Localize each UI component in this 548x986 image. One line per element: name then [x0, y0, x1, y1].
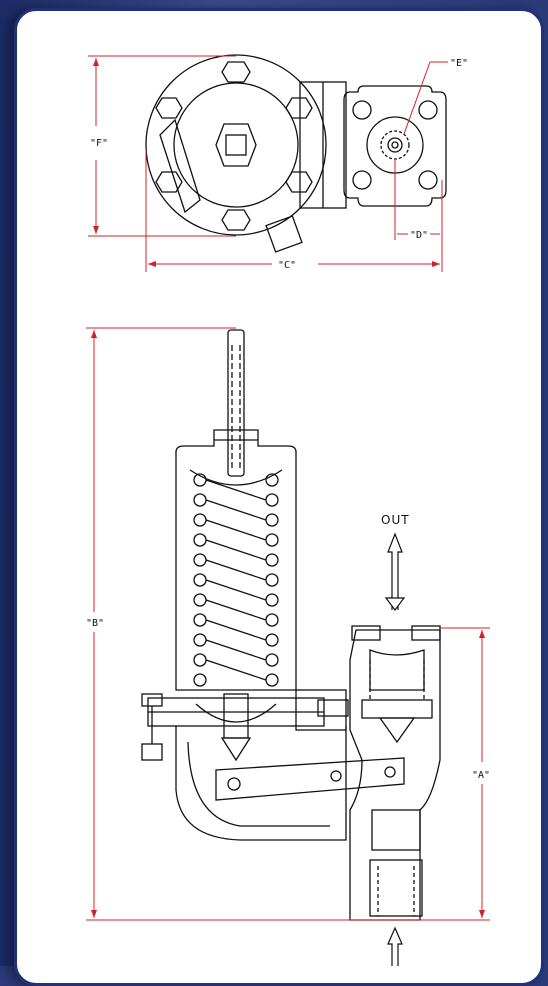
in-arrow [387, 926, 403, 966]
dim-label-e: "E" [450, 58, 468, 69]
side-dimensions [86, 327, 490, 921]
inlet-connection [369, 859, 423, 917]
diaphragm-plate [195, 703, 277, 723]
flange-bolts [155, 61, 313, 231]
flow-out-label: OUT [381, 513, 410, 527]
adjusting-stem [227, 329, 245, 477]
dim-label-d: "D" [410, 230, 428, 241]
body-port-inner [387, 137, 403, 153]
dim-label-f: "F" [90, 138, 108, 149]
bonnet-flange-circle [145, 54, 327, 236]
diaphragm-stem [223, 693, 249, 739]
dim-label-b: "B" [86, 618, 104, 629]
pilot-stem-tip [220, 737, 252, 762]
spring-top-plate [189, 469, 283, 486]
drawing-panel [14, 8, 544, 986]
bottom-plug [265, 215, 303, 253]
spring-coils [193, 473, 279, 687]
flow-arrows [384, 532, 406, 966]
top-dimensions [88, 55, 448, 272]
valve-technical-drawing: "F" "C" "D" "E" [86, 54, 490, 966]
valve-body-top [343, 85, 447, 207]
dim-label-c: "C" [278, 260, 296, 271]
lower-body [175, 726, 347, 841]
bonnet-inner-circle [173, 82, 299, 208]
adjusting-screw-hex [215, 123, 257, 167]
lever-arm [215, 757, 405, 801]
top-dimension-arrows [93, 58, 440, 267]
seat-ring [361, 699, 433, 719]
side-view [141, 329, 441, 921]
body-bolt-left [351, 625, 381, 641]
body-port-dashed [380, 130, 410, 160]
adjuster-nut [317, 699, 349, 717]
flange-bolt-left-bottom [141, 743, 163, 761]
body-bolts [352, 100, 438, 190]
side-dimension-arrows [91, 330, 485, 918]
body-hex [371, 809, 421, 851]
dim-label-a: "A" [472, 770, 490, 781]
spring-bonnet [175, 439, 297, 691]
body-bolt-right [411, 625, 441, 641]
adjusting-screw-square [225, 134, 247, 156]
main-valve-body [349, 629, 441, 921]
flange-bolt-left-top [141, 693, 163, 707]
side-lug [159, 118, 201, 214]
valve-disc [378, 717, 416, 744]
valve-chamber [369, 649, 425, 691]
connecting-pipe [295, 689, 347, 731]
out-arrow [387, 532, 403, 610]
top-view [145, 54, 447, 253]
